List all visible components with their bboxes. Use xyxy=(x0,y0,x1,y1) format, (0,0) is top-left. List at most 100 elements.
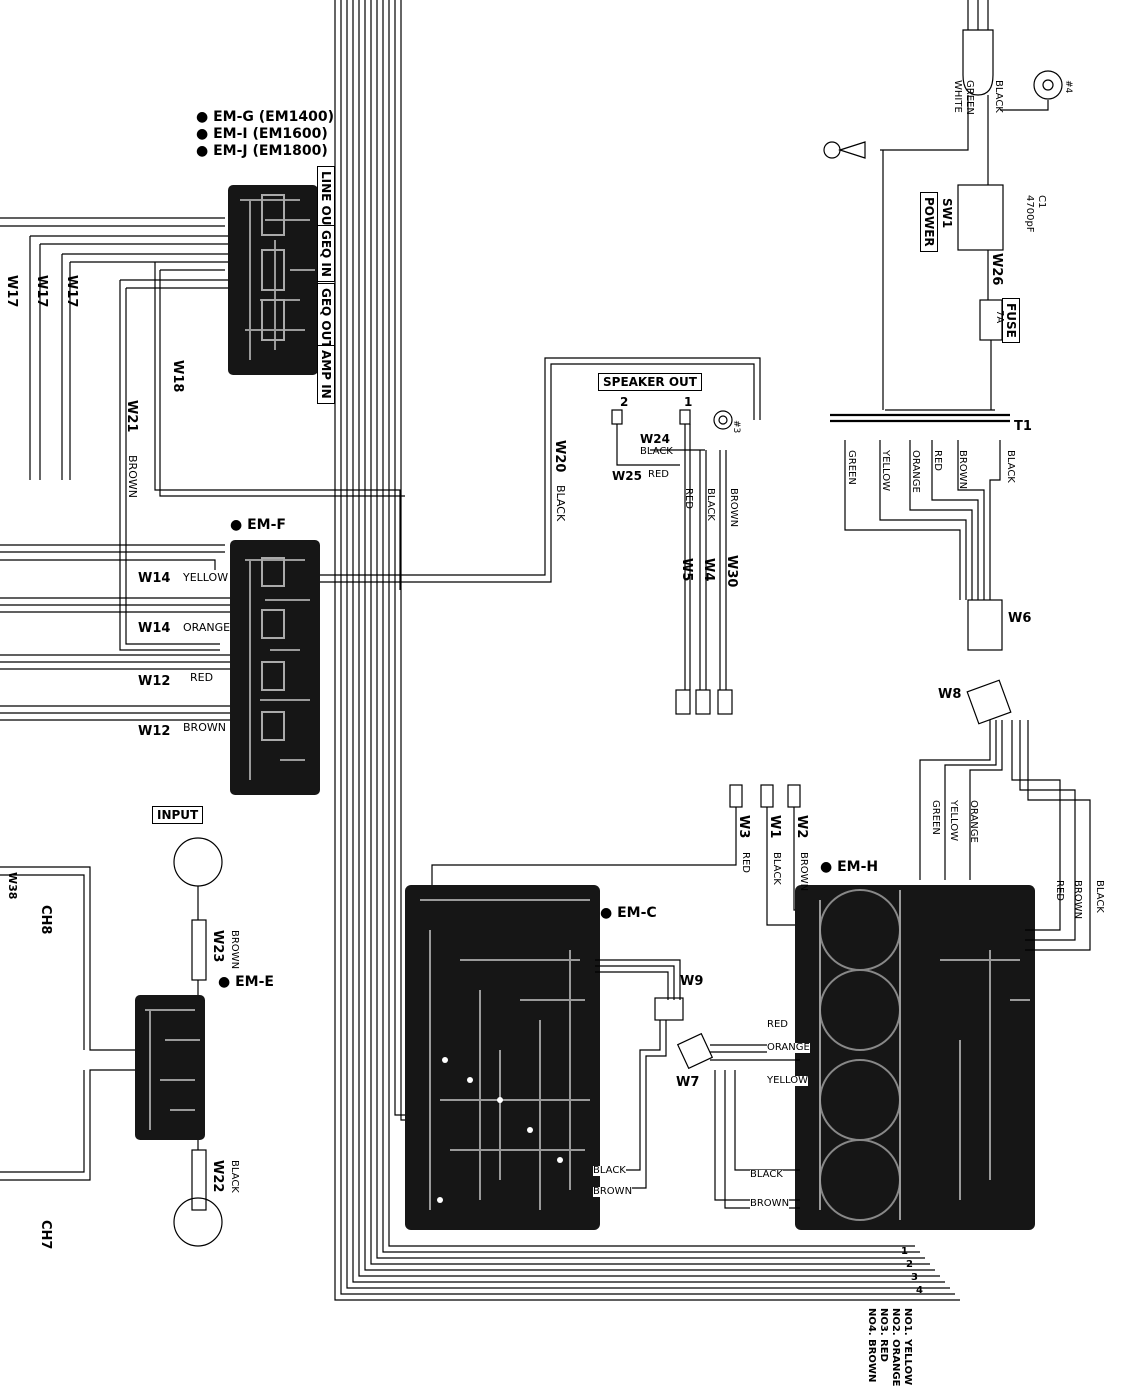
bus-number-4: 4 xyxy=(916,1285,923,1296)
bus-number-2: 2 xyxy=(906,1259,913,1270)
em-g-board xyxy=(228,185,318,375)
w12-label-2: W12 xyxy=(138,724,171,739)
w12-color-1: RED xyxy=(190,671,214,684)
w7-brown-label: BROWN xyxy=(750,1198,790,1209)
w9-black-label: BLACK xyxy=(593,1165,626,1176)
ch8-label: CH8 xyxy=(38,905,53,935)
em-e-label: ● EM-E xyxy=(218,974,274,990)
w17-label-3: W17 xyxy=(64,275,79,308)
w8-yellow-label: YELLOW xyxy=(948,800,959,841)
w3-color-label: RED xyxy=(740,852,751,873)
black-label-power: BLACK xyxy=(993,80,1004,113)
speaker-2-label: 2 xyxy=(620,395,629,409)
w17-label-2: W17 xyxy=(34,275,49,308)
w14-color-1: YELLOW xyxy=(183,571,229,584)
w23-label: W23 xyxy=(210,930,225,963)
w6-label: W6 xyxy=(1008,611,1032,626)
w18-w21-wires xyxy=(119,262,405,651)
legend-no3: NO3. RED xyxy=(878,1308,889,1362)
speaker-out-box: SPEAKER OUT xyxy=(598,373,702,391)
input-wiring xyxy=(0,837,223,1247)
w14-label-2: W14 xyxy=(138,621,171,636)
em-f-output xyxy=(320,357,761,583)
em-e-board xyxy=(135,995,205,1140)
power-box: POWER xyxy=(920,192,938,252)
w24-color-label: BLACK xyxy=(640,446,673,457)
w7-orange-label: ORANGE xyxy=(767,1042,810,1053)
legend-no2: NO2. ORANGE xyxy=(890,1308,901,1387)
w7-yellow-label: YELLOW xyxy=(767,1075,808,1086)
w7-label: W7 xyxy=(676,1075,700,1090)
w7-red-label: RED xyxy=(767,1019,788,1030)
w25-color-label: RED xyxy=(648,469,669,480)
w26-label: W26 xyxy=(989,253,1004,286)
geq-out-jack: GEQ OUT xyxy=(317,283,335,354)
t1-secondary xyxy=(844,440,1003,651)
em-i-label: ● EM-I (EM1600) xyxy=(196,126,328,142)
legend-no4: NO4. BROWN xyxy=(866,1308,877,1383)
geq-in-jack: GEQ IN xyxy=(317,225,335,282)
w8-black-label: BLACK xyxy=(1094,880,1105,913)
em-f-board xyxy=(230,540,320,795)
w21-label: W21 xyxy=(124,400,139,433)
w30-label: W30 xyxy=(724,555,739,588)
em-h-label: ● EM-H xyxy=(820,859,879,875)
power-wiring xyxy=(823,0,1063,423)
input-box: INPUT xyxy=(152,806,204,824)
w38-label: W38 xyxy=(6,872,19,900)
em-h-board xyxy=(795,885,1035,1230)
white-label: WHITE xyxy=(952,80,963,113)
t1-orange-label: ORANGE xyxy=(910,450,921,493)
speaker-out-wiring xyxy=(611,409,733,715)
t1-red-label: RED xyxy=(932,450,943,471)
em-f-label: ● EM-F xyxy=(230,517,286,533)
t1-yellow-label: YELLOW xyxy=(880,450,891,491)
w9-label: W9 xyxy=(680,974,704,989)
w25-label: W25 xyxy=(612,469,642,483)
em-c-w9-wires xyxy=(595,959,684,1189)
bus-number-1: 1 xyxy=(901,1246,908,1257)
t1-label: T1 xyxy=(1014,419,1032,434)
w8-label: W8 xyxy=(938,687,962,702)
w22-label: W22 xyxy=(210,1160,225,1193)
w17-label-1: W17 xyxy=(4,275,19,308)
w5-label: W5 xyxy=(679,558,694,582)
w8-orange-label: ORANGE xyxy=(968,800,979,843)
c1-label: C1 xyxy=(1036,195,1047,209)
w2-label: W2 xyxy=(794,815,809,839)
c1-value-label: 4700pF xyxy=(1024,195,1035,233)
w21-color-label: BROWN xyxy=(126,455,139,498)
w7-black-label: BLACK xyxy=(750,1169,783,1180)
w7-wiring xyxy=(676,1032,800,1209)
amp-in-jack: AMP IN xyxy=(317,345,335,404)
w14-label-1: W14 xyxy=(138,571,171,586)
fuse-rating-label: 7A xyxy=(994,310,1005,324)
w8-red-label: RED xyxy=(1054,880,1065,901)
w8-brown-label: BROWN xyxy=(1072,880,1083,920)
bus-number-3: 3 xyxy=(911,1272,918,1283)
w1-label: W1 xyxy=(767,815,782,839)
w17-wires xyxy=(0,217,228,480)
w1-color-label: BLACK xyxy=(771,852,782,885)
w14-w12-wires xyxy=(0,544,230,721)
w8-wiring xyxy=(919,679,1091,951)
p3-label: #3 xyxy=(731,420,741,434)
w23-color-label: BROWN xyxy=(229,930,240,970)
w4-label: W4 xyxy=(701,558,716,582)
w20-label: W20 xyxy=(552,440,567,473)
w5-color-label: RED xyxy=(683,488,694,509)
t1-black-label: BLACK xyxy=(1005,450,1016,483)
w14-color-2: ORANGE xyxy=(183,621,231,634)
main-vertical-bus xyxy=(334,0,960,1301)
w4-color-label: BLACK xyxy=(705,488,716,521)
t1-brown-label: BROWN xyxy=(957,450,968,490)
w2-color-label: BROWN xyxy=(798,852,809,892)
p4-label: #4 xyxy=(1063,80,1073,94)
w24-label: W24 xyxy=(640,432,670,446)
sw1-label: SW1 xyxy=(940,198,954,229)
w8-green-label: GREEN xyxy=(930,800,941,835)
speaker-1-label: 1 xyxy=(684,395,693,409)
legend-no1: NO1. YELLOW xyxy=(902,1308,913,1386)
